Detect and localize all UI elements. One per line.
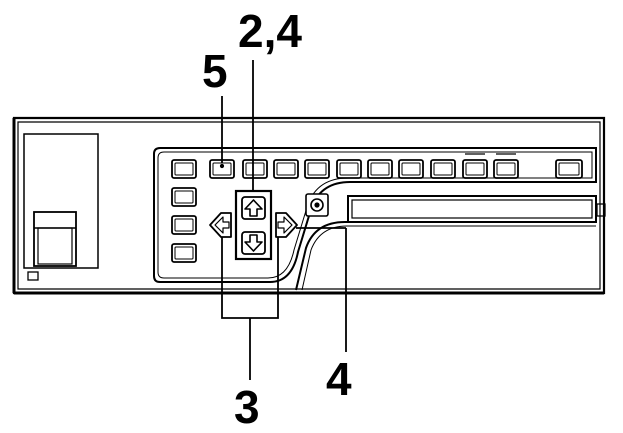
button-indicator-dot xyxy=(219,163,225,169)
left-compartment xyxy=(23,133,99,281)
column-button-3[interactable] xyxy=(171,243,197,263)
callout-step-3: 3 xyxy=(234,381,260,433)
button-3[interactable] xyxy=(242,159,268,179)
latch-outer xyxy=(33,211,77,267)
column-button-2[interactable] xyxy=(171,215,197,235)
side-tab xyxy=(596,203,606,217)
top-button-row xyxy=(171,153,583,179)
button-7[interactable] xyxy=(367,159,393,179)
left-arrow-icon[interactable] xyxy=(209,212,232,238)
button-12[interactable] xyxy=(555,159,583,179)
button-4[interactable] xyxy=(273,159,299,179)
button-11[interactable] xyxy=(493,159,519,179)
left-button-column xyxy=(171,187,197,263)
round-knob-icon[interactable] xyxy=(305,193,329,217)
button-6[interactable] xyxy=(336,159,362,179)
leader-lines xyxy=(221,60,347,380)
callout-step-4: 4 xyxy=(326,353,352,405)
device-chassis xyxy=(12,116,606,295)
button-9[interactable] xyxy=(430,159,456,179)
button-5[interactable] xyxy=(304,159,330,179)
up-arrow-icon[interactable] xyxy=(241,196,266,220)
button-8[interactable] xyxy=(398,159,424,179)
indicator-light xyxy=(27,271,39,281)
down-arrow-icon[interactable] xyxy=(241,231,266,255)
latch-inner xyxy=(37,227,73,265)
display-slot xyxy=(347,195,606,223)
button-2-menu[interactable] xyxy=(209,159,235,179)
callout-step-5: 5 xyxy=(202,45,228,97)
column-button-1[interactable] xyxy=(171,187,197,207)
right-arrow-icon[interactable] xyxy=(275,212,298,238)
button-1[interactable] xyxy=(171,159,197,179)
control-panel xyxy=(153,147,597,291)
callout-steps-2-4: 2,4 xyxy=(238,5,302,57)
button-10[interactable] xyxy=(462,159,488,179)
